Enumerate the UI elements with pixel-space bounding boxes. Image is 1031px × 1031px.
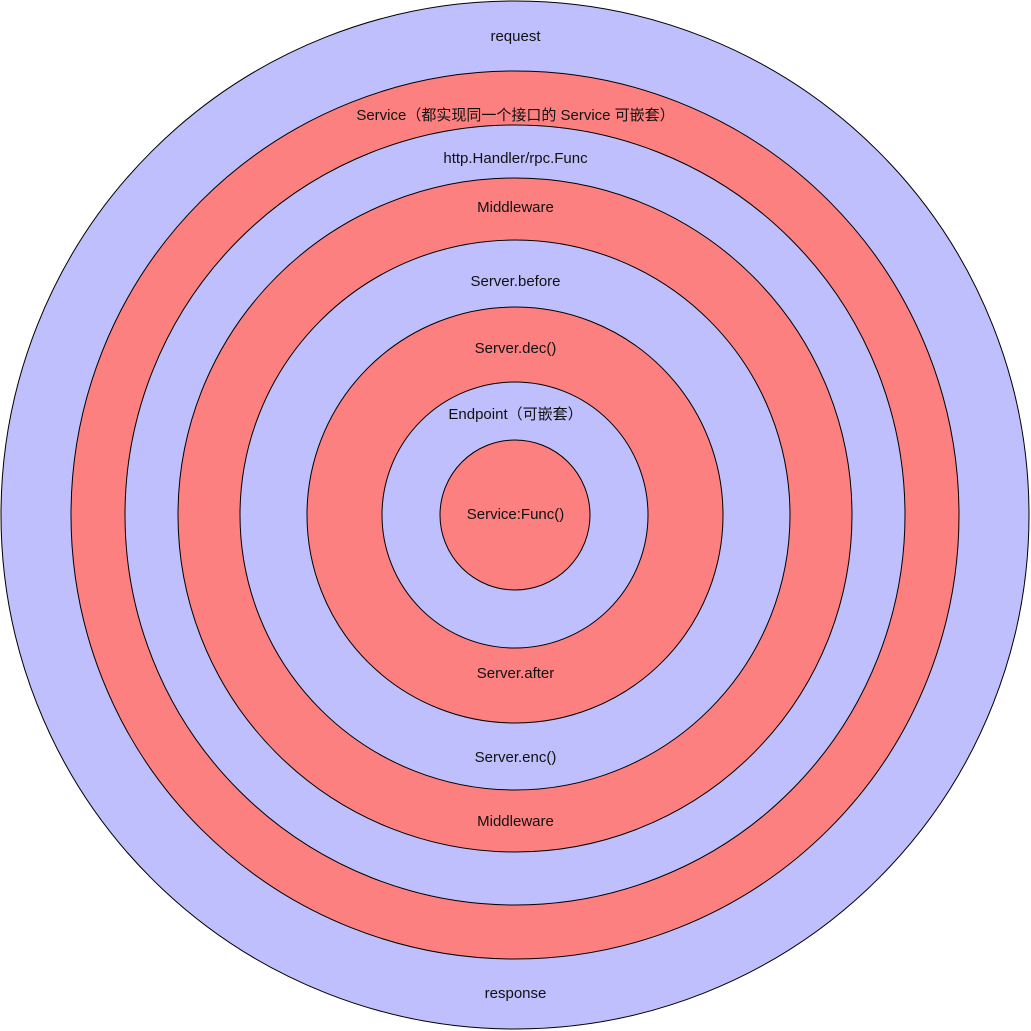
label-response: response <box>484 985 547 1002</box>
label-http-handler: http.Handler/rpc.Func <box>443 150 588 167</box>
ring-8 <box>439 439 591 591</box>
label-server-enc: Server.enc() <box>474 749 557 766</box>
label-server-after: Server.after <box>476 665 555 682</box>
label-middleware-top: Middleware <box>477 199 554 216</box>
label-service-func: Service:Func() <box>466 506 565 523</box>
label-server-dec: Server.dec() <box>474 340 557 357</box>
label-server-before: Server.before <box>470 273 561 290</box>
label-request: request <box>490 28 541 45</box>
label-service: Service（都实现同一个接口的 Service 可嵌套） <box>356 107 675 124</box>
label-middleware-bottom: Middleware <box>477 813 554 830</box>
label-endpoint: Endpoint（可嵌套） <box>448 406 583 423</box>
